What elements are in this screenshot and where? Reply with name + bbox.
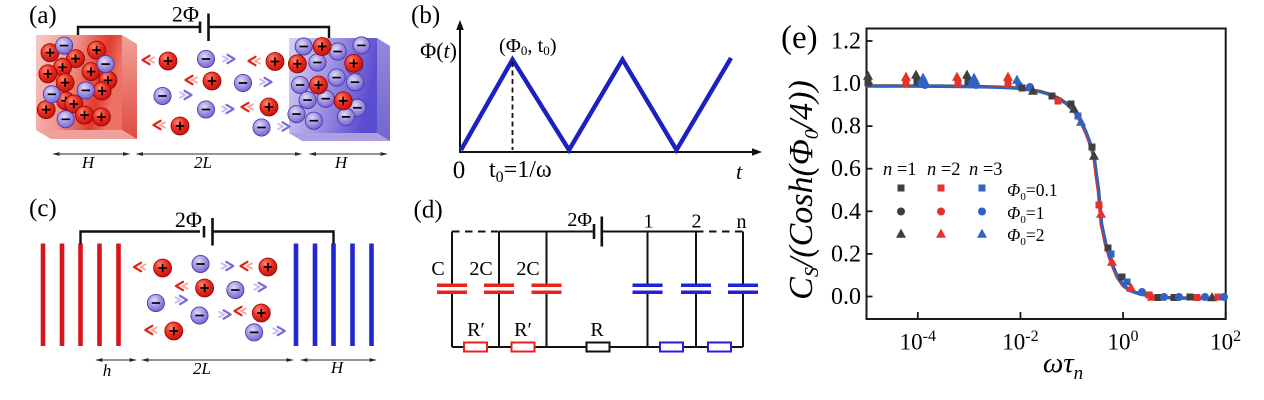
svg-text:C: C [431,258,444,280]
svg-text:t0=1/ω: t0=1/ω [489,157,552,186]
svg-text:2C: 2C [469,258,492,280]
svg-text:2L: 2L [194,153,212,172]
svg-text:0.2: 0.2 [831,241,861,267]
svg-text:R′: R′ [467,319,485,341]
svg-text:t: t [736,159,743,184]
svg-text:100: 100 [1108,328,1139,355]
svg-text:(Φ0, t0): (Φ0, t0) [499,35,557,58]
svg-text:1: 1 [644,211,654,233]
svg-text:(e): (e) [781,20,818,56]
svg-text:2C: 2C [516,258,539,280]
svg-text:ωτn: ωτn [1043,347,1083,384]
svg-text:H: H [330,358,345,377]
svg-text:1.2: 1.2 [831,29,861,55]
svg-text:2L: 2L [193,359,211,378]
svg-text:(a): (a) [29,2,57,29]
svg-text:n =1: n =1 [883,160,917,180]
svg-text:H: H [334,153,349,172]
svg-text:Φ0=2: Φ0=2 [1007,225,1044,248]
svg-text:1.0: 1.0 [831,71,861,97]
svg-text:n: n [737,211,747,233]
svg-text:H: H [81,153,96,172]
svg-text:2Φ: 2Φ [567,209,592,231]
svg-text:(b): (b) [411,2,440,29]
svg-text:n =2: n =2 [927,160,961,180]
svg-text:n =3: n =3 [969,160,1003,180]
svg-text:(c): (c) [29,195,57,222]
svg-text:h: h [103,361,112,380]
svg-text:Φ0=0.1: Φ0=0.1 [1007,180,1058,203]
svg-text:0: 0 [453,157,466,184]
svg-text:2Φ: 2Φ [175,207,202,232]
svg-text:0.6: 0.6 [831,156,861,182]
svg-text:2: 2 [692,211,702,233]
svg-text:0.8: 0.8 [831,114,861,140]
svg-text:R′: R′ [514,319,532,341]
svg-text:2Φ: 2Φ [172,2,199,27]
svg-text:10-4: 10-4 [900,328,936,355]
svg-text:0.4: 0.4 [831,199,861,225]
svg-text:(d): (d) [414,197,443,224]
svg-text:Φ(t): Φ(t) [420,38,457,63]
svg-text:10-2: 10-2 [1002,328,1038,355]
svg-text:Φ0=1: Φ0=1 [1007,203,1044,226]
svg-text:CS/(Cosh(Φ0/4)): CS/(Cosh(Φ0/4)) [783,80,823,300]
svg-text:0.0: 0.0 [831,284,861,310]
svg-text:102: 102 [1210,328,1241,355]
svg-text:R: R [590,319,604,341]
